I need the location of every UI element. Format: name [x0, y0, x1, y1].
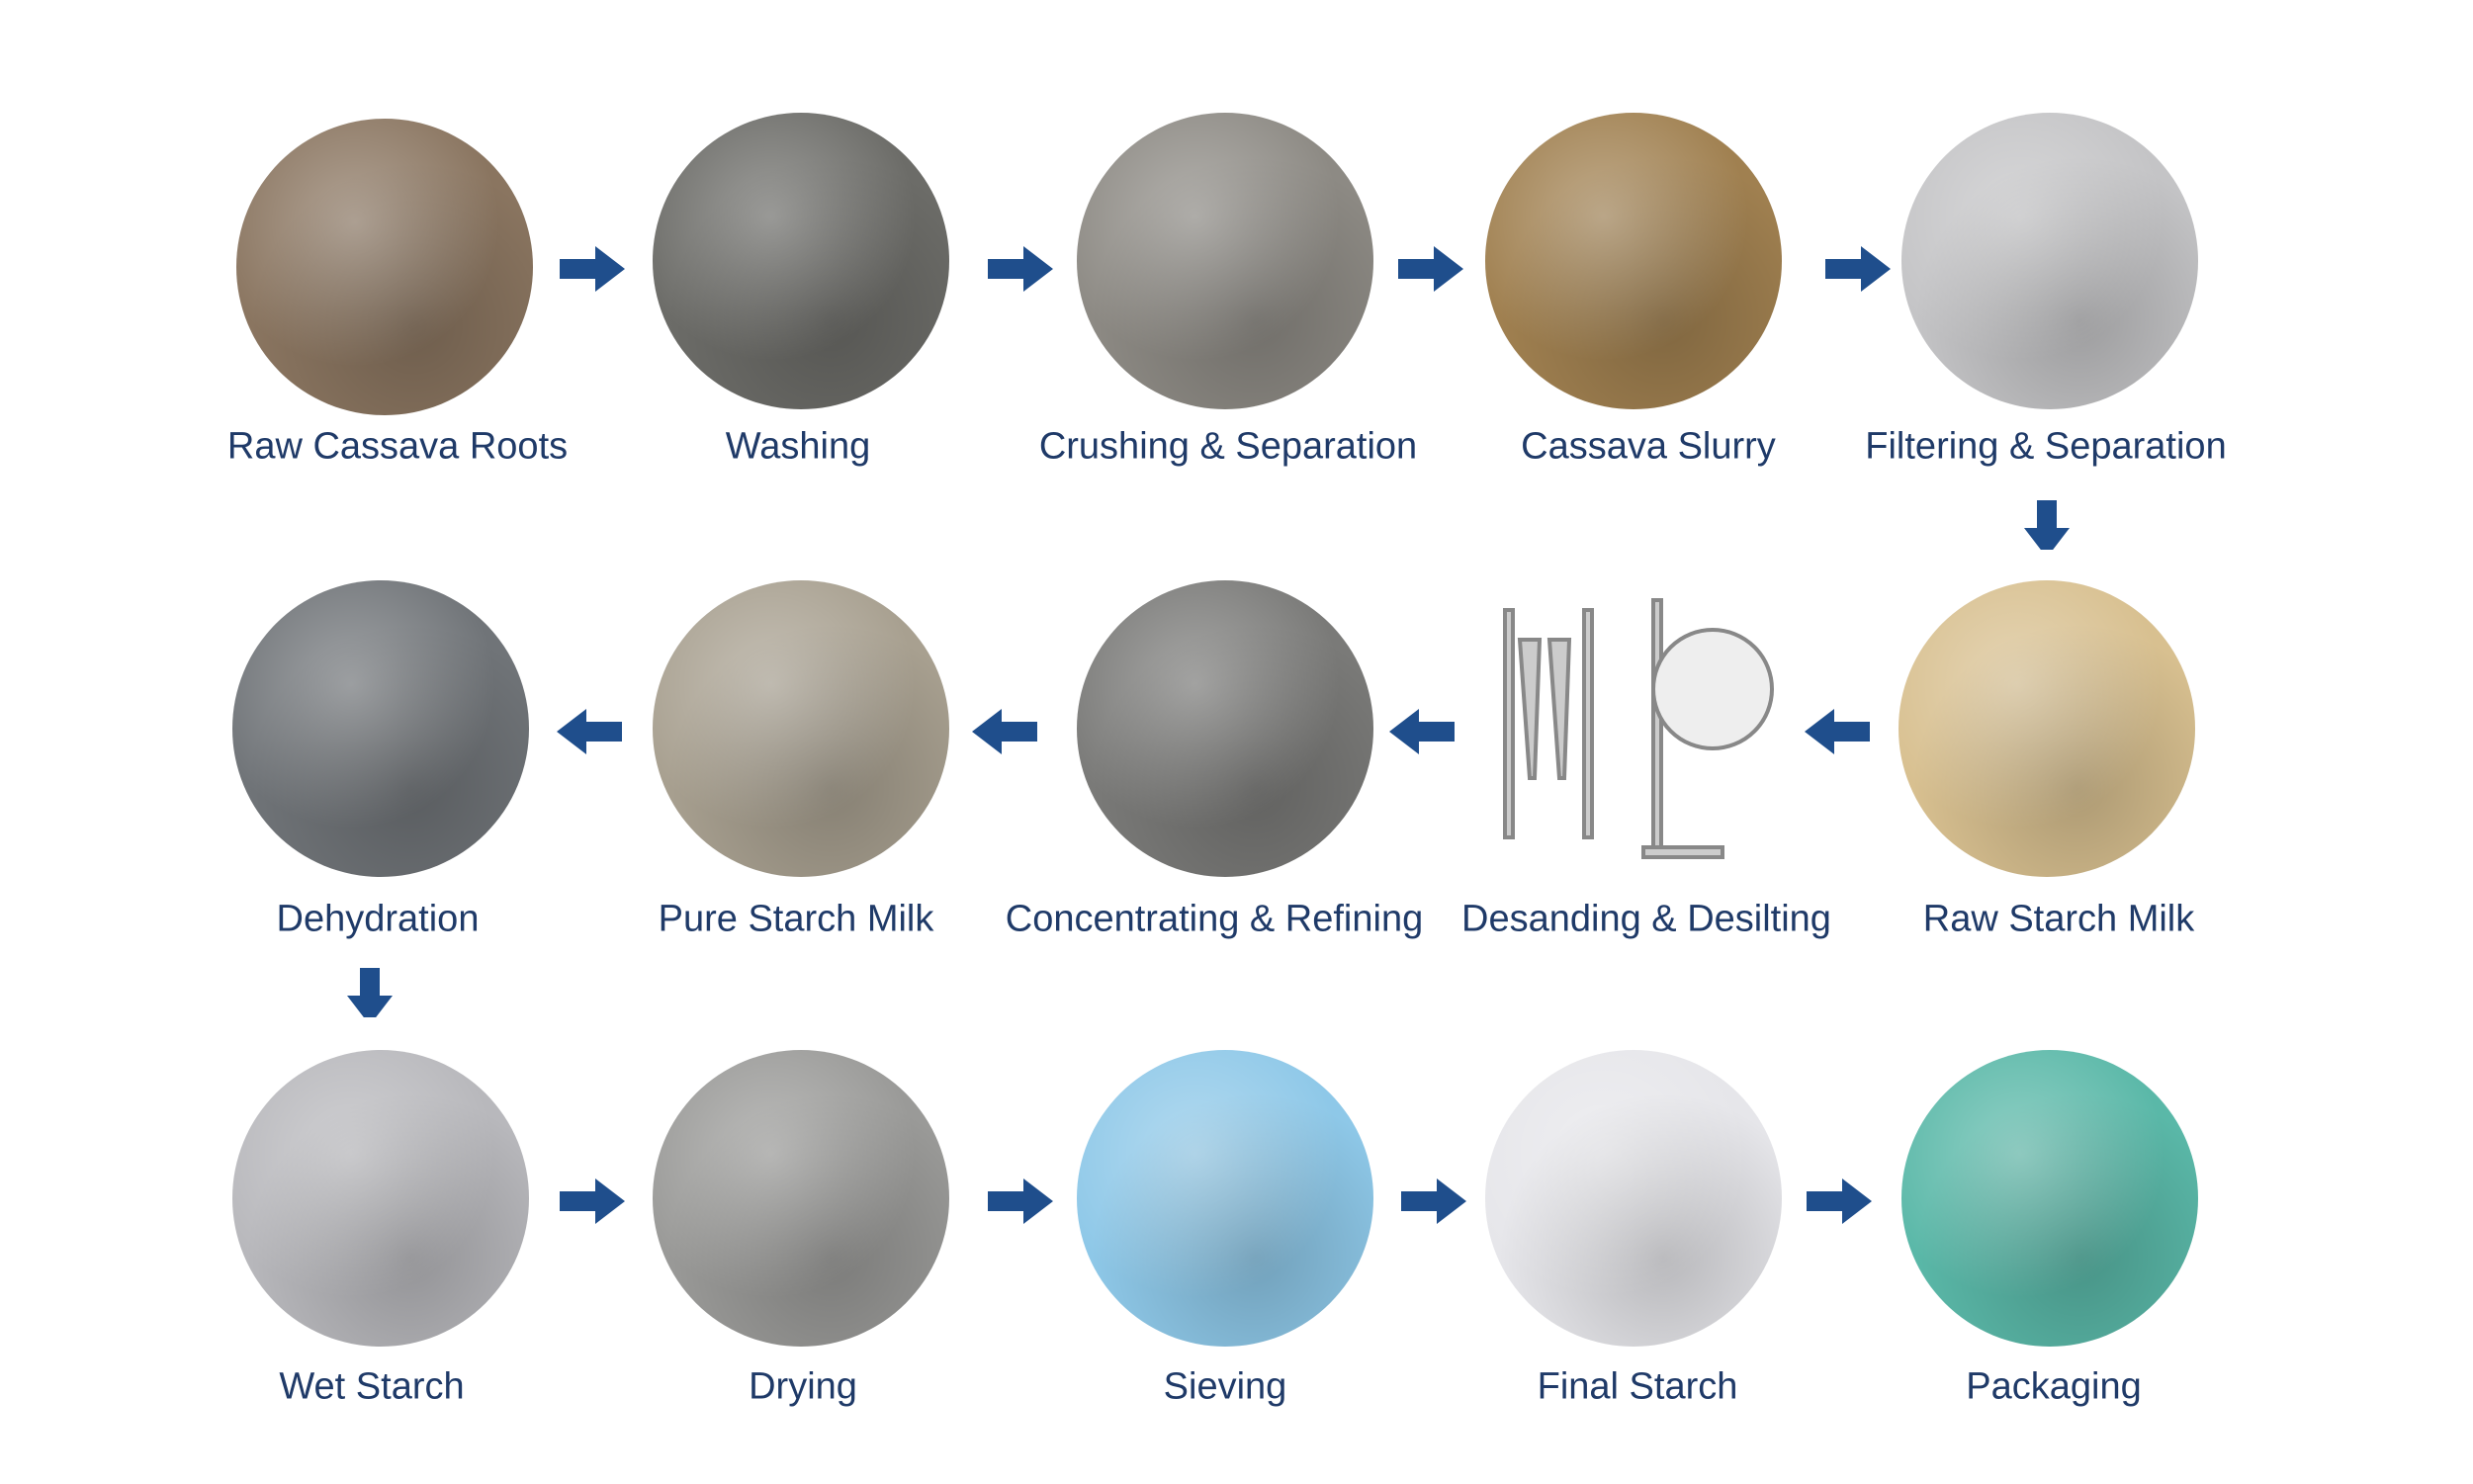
step-label: Filtering & Separation — [1865, 425, 2227, 468]
washing-machine-photo — [653, 113, 949, 409]
step-label: Raw Cassava Roots — [226, 425, 569, 468]
step-label: Final Starch — [1537, 1365, 1738, 1408]
arrow-left-icon — [970, 707, 1039, 756]
cassava-slurry-photo — [1485, 113, 1782, 409]
step-label: Crushing & Separation — [1038, 425, 1418, 468]
arrow-right-icon — [1399, 1177, 1468, 1226]
arrow-right-icon — [986, 1177, 1055, 1226]
step-label: Sieving — [1163, 1365, 1287, 1408]
arrow-down-icon — [2012, 500, 2081, 550]
arrow-right-icon — [1823, 244, 1893, 294]
arrow-right-icon — [1805, 1177, 1874, 1226]
raw-starch-milk-photo — [1899, 580, 2195, 877]
step-label: Washing — [725, 425, 871, 468]
arrow-right-icon — [558, 244, 627, 294]
desanding-cyclone-photo — [1485, 580, 1782, 877]
concentrating-centrifuge-photo — [1077, 580, 1373, 877]
step-label: Desanding & Desilting — [1461, 898, 1831, 940]
arrow-right-icon — [986, 244, 1055, 294]
arrow-down-icon — [335, 968, 404, 1017]
step-label: Wet Starch — [279, 1365, 465, 1408]
step-label: Raw Starch Milk — [1922, 898, 2195, 940]
step-label: Packaging — [1966, 1365, 2142, 1408]
arrow-right-icon — [1396, 244, 1465, 294]
step-label: Pure Starch Milk — [658, 898, 934, 940]
step-label: Concentrating & Refining — [1005, 898, 1424, 940]
crushing-machine-photo — [1077, 113, 1373, 409]
arrow-left-icon — [1803, 707, 1872, 756]
final-starch-photo — [1485, 1050, 1782, 1347]
arrow-left-icon — [1387, 707, 1457, 756]
packaging-machine-photo — [1901, 1050, 2198, 1347]
pure-starch-milk-photo — [653, 580, 949, 877]
drying-tower-photo — [653, 1050, 949, 1347]
sieving-machine-photo — [1077, 1050, 1373, 1347]
step-label: Dehydration — [276, 898, 480, 940]
step-label: Drying — [749, 1365, 857, 1408]
filter-separator-photo — [1901, 113, 2198, 409]
arrow-left-icon — [555, 707, 624, 756]
cassava-roots-photo — [236, 119, 533, 415]
arrow-right-icon — [558, 1177, 627, 1226]
dehydration-machine-photo — [232, 580, 529, 877]
step-label: Cassava Slurry — [1521, 425, 1776, 468]
wet-starch-photo — [232, 1050, 529, 1347]
